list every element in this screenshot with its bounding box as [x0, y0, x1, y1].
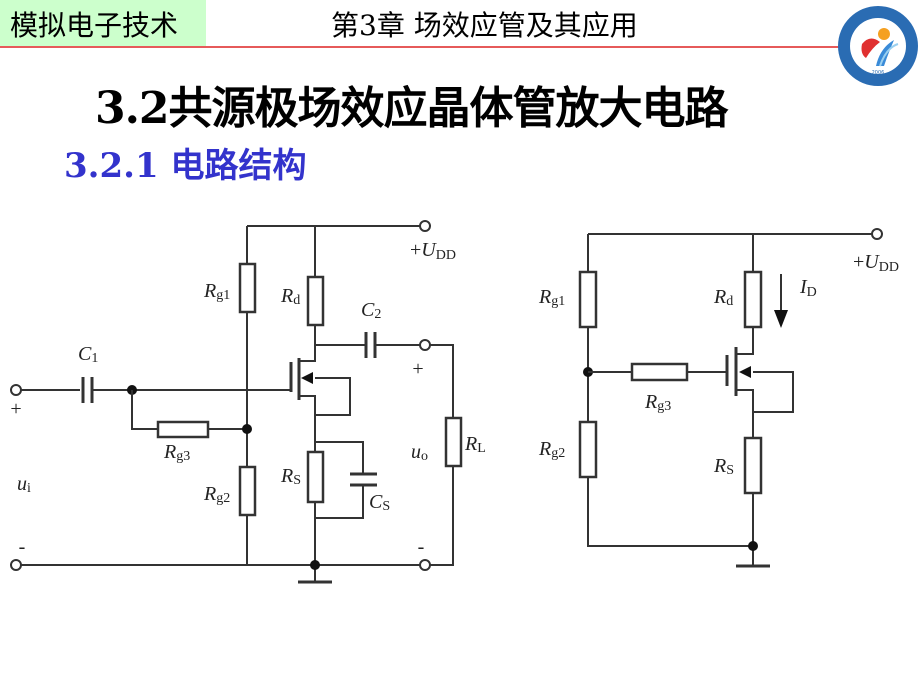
right-id-label: ID [799, 276, 817, 300]
right-rg2-label: Rg2 [538, 438, 565, 461]
left-cs-capacitor [350, 472, 377, 487]
right-mosfet-arrow-icon [739, 366, 751, 378]
right-ground-rail [587, 477, 753, 547]
logo-stripe-icon [879, 43, 899, 67]
left-rg3-resistor [156, 420, 210, 439]
left-rd-resistor [306, 275, 325, 327]
left-rg1-label: Rg1 [203, 280, 230, 303]
wire [737, 327, 754, 355]
logo-year: 2006 [872, 70, 885, 76]
left-c2-capacitor [364, 332, 377, 358]
right-id-arrow-icon [774, 310, 788, 328]
logo-red-swoosh-icon [861, 38, 880, 58]
left-ui-label: ui [17, 473, 31, 496]
subsection-title: 3.2.1 电路结构 [64, 146, 307, 186]
left-rl-resistor [444, 416, 463, 468]
course-title: 模拟电子技术 [10, 9, 179, 42]
right-rg2-resistor [578, 420, 598, 479]
junction-dot [310, 560, 320, 570]
wire [315, 485, 364, 519]
right-circuit-labels: Rg1 Rd ID Rg3 Rg2 RS +UDD [538, 251, 899, 478]
wire [300, 377, 351, 416]
header-divider [0, 46, 840, 48]
left-mosfet-arrow-icon [301, 372, 313, 384]
left-input-plus-terminal [10, 384, 22, 396]
left-rg2-resistor [238, 465, 257, 517]
left-output-plus-sign: + [412, 358, 423, 380]
left-rg1-resistor [238, 262, 257, 314]
left-input-minus-sign: - [19, 536, 26, 558]
right-rg3-label: Rg3 [644, 391, 671, 414]
left-c1-capacitor [81, 377, 94, 403]
left-c1-label: C1 [78, 343, 98, 366]
left-rg3-label: Rg3 [163, 441, 190, 464]
left-output-minus-sign: - [418, 536, 425, 558]
right-rs-label: RS [713, 455, 734, 478]
left-input-minus-terminal [10, 559, 22, 571]
left-circuit [10, 220, 463, 584]
left-circuit-labels: Rg1 Rd C2 C1 Rg3 Rg2 RS CS RL +UDD ui uo… [10, 239, 485, 558]
wire [131, 390, 158, 430]
left-rl-label: RL [464, 433, 486, 456]
left-input-plus-sign: + [10, 398, 21, 420]
right-rd-label: Rd [713, 286, 733, 309]
left-cs-label: CS [369, 491, 390, 514]
wire [430, 344, 454, 418]
section-title: 3.2共源极场效应晶体管放大电路 [95, 83, 729, 134]
logo-inner-disc [850, 18, 906, 74]
left-output-plus-terminal [419, 339, 431, 351]
left-rs-label: RS [280, 465, 301, 488]
right-rg1-resistor [578, 270, 598, 329]
left-udd-label: +UDD [410, 239, 456, 263]
left-vdd-terminal [419, 220, 431, 232]
right-rs-resistor [743, 436, 763, 495]
left-c2-label: C2 [361, 299, 381, 322]
left-output-minus-terminal [419, 559, 431, 571]
left-uo-label: uo [411, 441, 428, 464]
wire [737, 371, 794, 413]
junction-dot [242, 424, 252, 434]
junction-dot [748, 541, 758, 551]
right-vdd-terminal [871, 228, 883, 240]
logo-blue-swoosh-icon [876, 40, 894, 66]
chapter-title: 第3章 场效应管及其应用 [331, 9, 638, 42]
right-rg1-label: Rg1 [538, 286, 565, 309]
right-udd-label: +UDD [853, 251, 899, 275]
school-logo: 2006 [838, 6, 918, 86]
wire [315, 441, 364, 474]
logo-sun-icon [878, 28, 890, 40]
left-rs-resistor [306, 450, 325, 504]
right-rg3-resistor [630, 362, 689, 382]
right-circuit [578, 228, 883, 568]
wire [300, 325, 316, 362]
wire [430, 466, 454, 566]
right-rd-resistor [743, 270, 763, 329]
left-rg2-label: Rg2 [203, 483, 230, 506]
course-tab: 模拟电子技术 [0, 0, 206, 46]
left-rd-label: Rd [280, 285, 300, 308]
